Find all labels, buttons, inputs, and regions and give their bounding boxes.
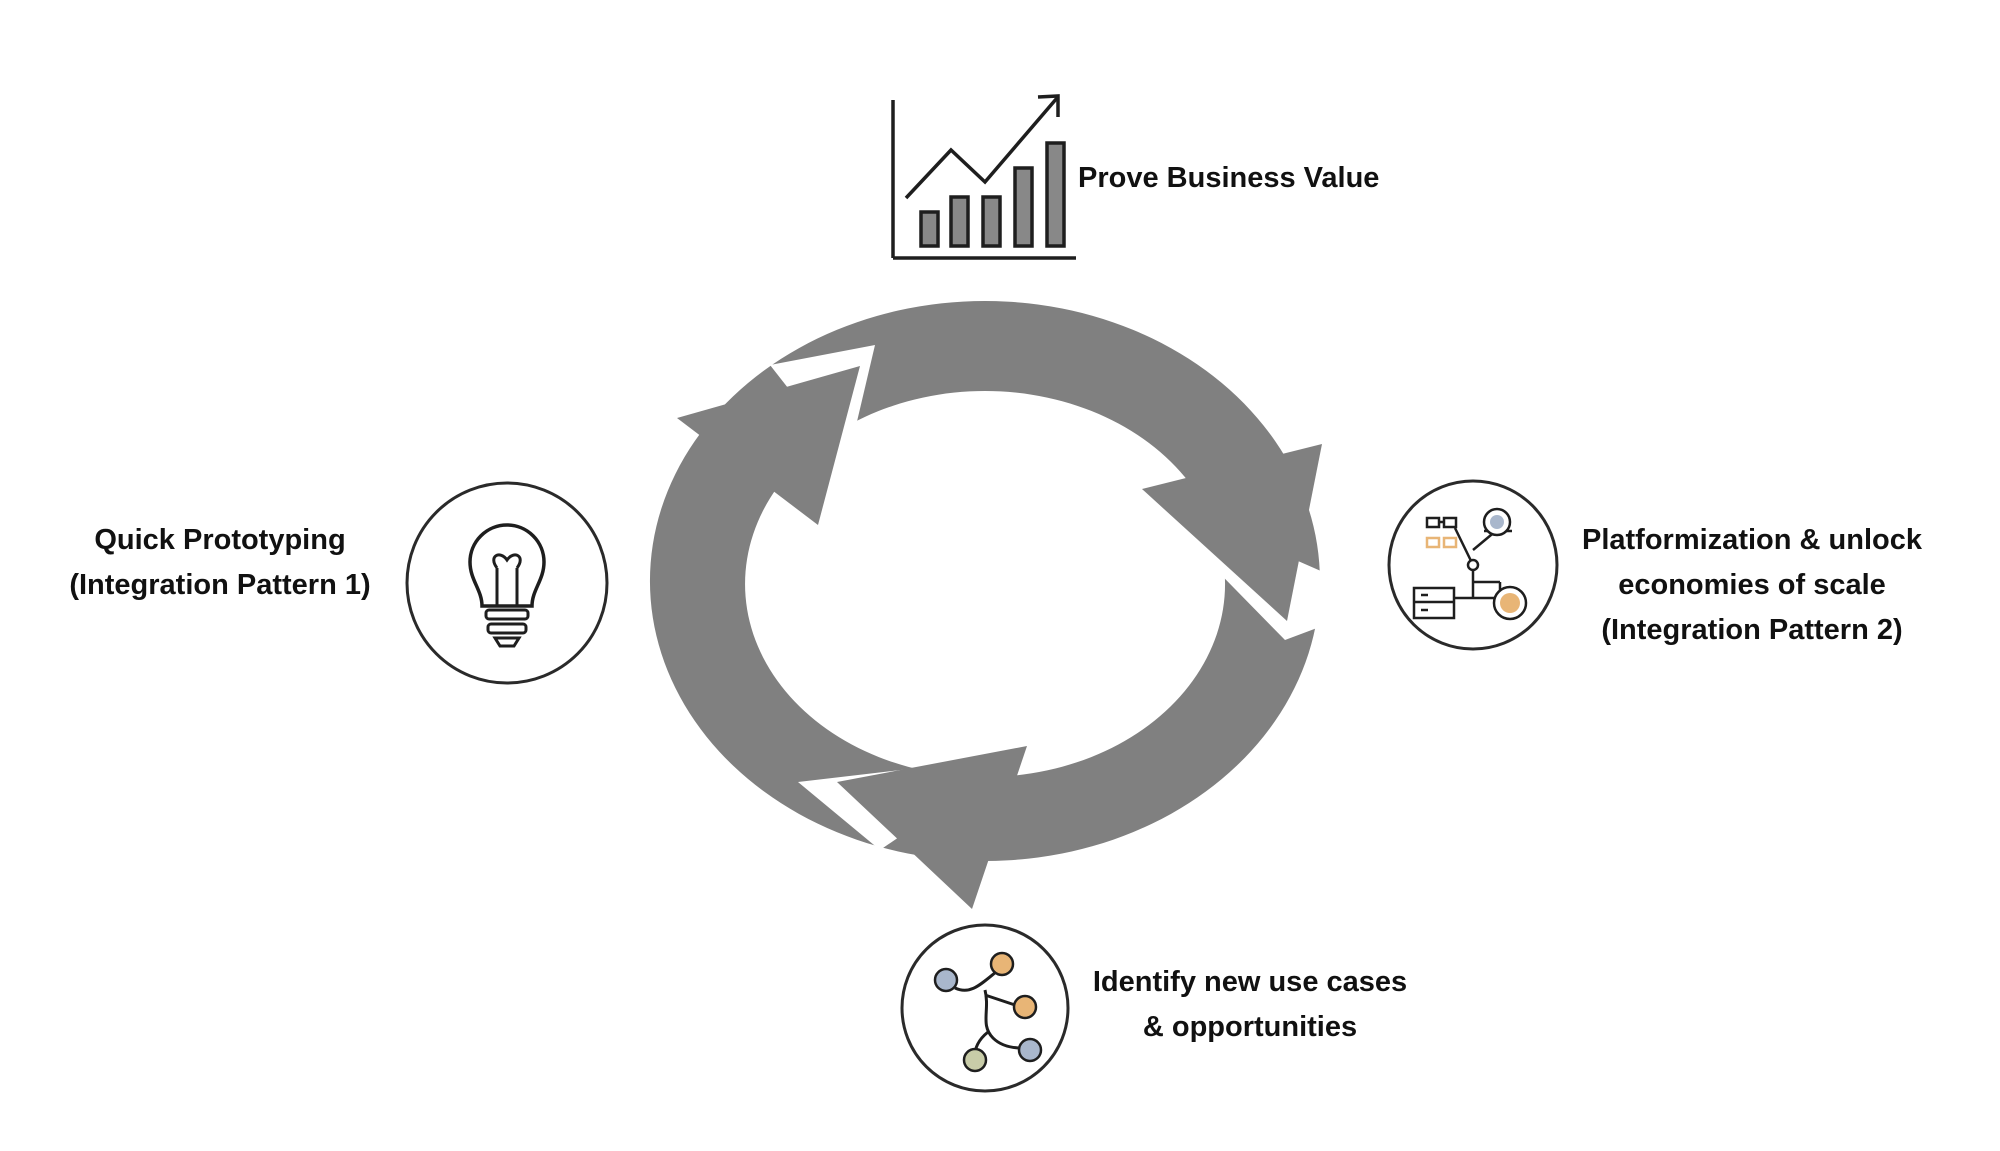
cycle-arrowheads (677, 366, 1322, 909)
identify-use-cases-label: Identify new use cases & opportunities (1070, 960, 1430, 1050)
quick-prototyping-label: Quick Prototyping (Integration Pattern 1… (30, 518, 410, 608)
platformization-line-2: economies of scale (1618, 569, 1886, 601)
branching-nodes-icon (900, 923, 1070, 1093)
growth-chart-icon (891, 94, 1076, 260)
platform-network-icon (1387, 479, 1559, 651)
prove-business-value-label: Prove Business Value (1078, 156, 1379, 201)
lightbulb-icon (405, 481, 609, 685)
identify-use-cases-line-1: Identify new use cases (1092, 966, 1408, 998)
quick-prototyping-line-1: Quick Prototyping (94, 524, 346, 556)
platformization-line-3: (Integration Pattern 2) (1601, 614, 1903, 646)
platformization-line-1: Platformization & unlock (1582, 524, 1922, 556)
arrowhead-right (1142, 444, 1322, 621)
arrowhead-bottom (837, 746, 1027, 909)
identify-use-cases-line-2: & opportunities (1142, 1011, 1358, 1043)
prove-business-value-line-1: Prove Business Value (1078, 162, 1380, 194)
quick-prototyping-line-2: (Integration Pattern 1) (69, 569, 371, 601)
platformization-label: Platformization & unlock economies of sc… (1552, 518, 1952, 653)
arrowhead-top-left (677, 366, 860, 525)
